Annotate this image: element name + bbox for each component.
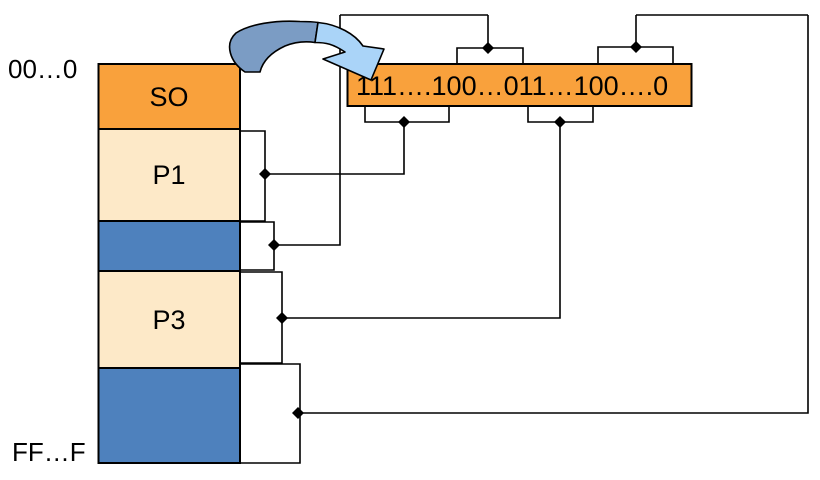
memory-brackets — [240, 130, 301, 464]
bracket-segment-hole1 — [240, 221, 275, 271]
curved-arrow-tail — [228, 20, 319, 73]
connector-hole1-riser — [274, 15, 341, 246]
segment-so — [97, 63, 241, 130]
diamond-marker-hole2 — [292, 407, 304, 419]
segment-p3-label: P3 — [152, 305, 185, 335]
curved-arrow-head — [314, 21, 385, 81]
connector-p1-to-bitmap — [265, 122, 405, 175]
bracket-segment-hole2 — [240, 363, 301, 464]
diamond-marker-bitmap-top-2 — [630, 41, 642, 53]
segment-so-label: SO — [149, 82, 188, 112]
diamond-marker-bitmap-top-1 — [482, 42, 494, 54]
connector-hole2-riser — [298, 15, 809, 414]
bottom-address-label: FF…F — [12, 437, 86, 467]
segment-hole-1 — [97, 220, 241, 272]
memory-column — [97, 63, 241, 464]
diamond-marker-bitmap-bottom-2 — [554, 116, 566, 128]
segment-p3 — [97, 270, 241, 369]
diamond-marker-hole1 — [268, 239, 280, 251]
diamond-markers — [259, 41, 642, 419]
diamond-marker-p3 — [276, 312, 288, 324]
top-address-label: 00…0 — [8, 54, 77, 84]
segment-hole-2 — [97, 367, 241, 464]
bitmap-bar — [346, 63, 693, 107]
mapping-curved-arrow-icon — [228, 20, 385, 81]
diamond-marker-p1 — [259, 168, 271, 180]
bitmap-bits: 111….100…011…100….0 — [356, 71, 668, 101]
connector-lines — [265, 14, 809, 414]
diamond-marker-bitmap-bottom-1 — [398, 116, 410, 128]
bracket-segment-p3 — [240, 271, 283, 364]
connector-p3-to-bitmap — [282, 122, 561, 319]
segment-p1-label: P1 — [152, 160, 185, 190]
